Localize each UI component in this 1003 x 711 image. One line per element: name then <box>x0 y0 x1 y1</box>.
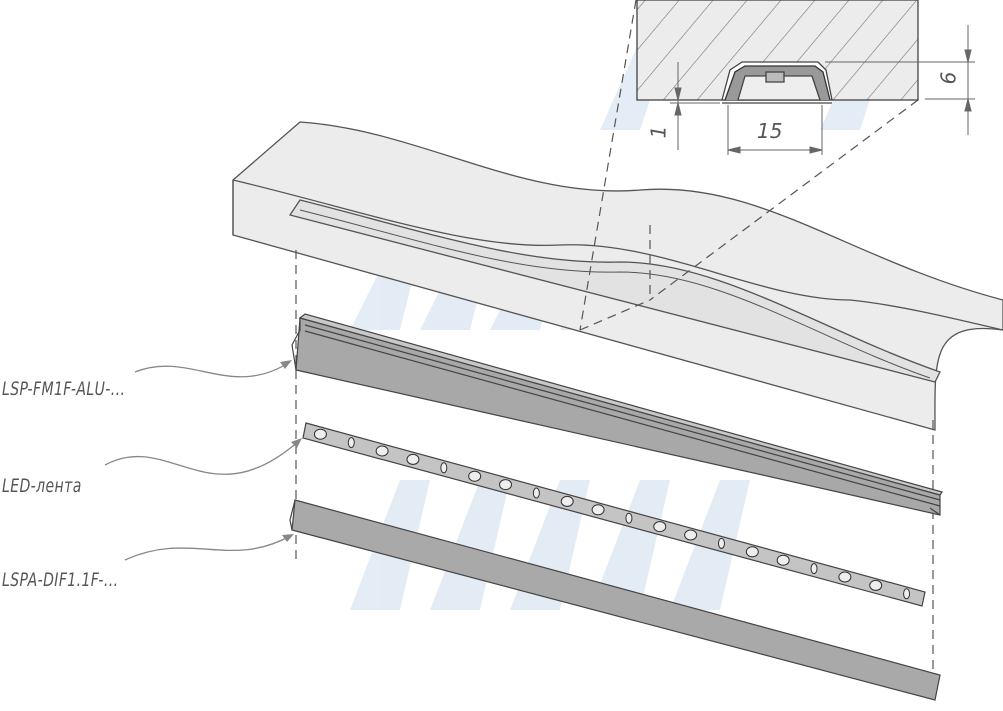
led-chip <box>532 487 540 499</box>
label-diffuser: LSPA-DIF1.1F-... <box>2 569 119 591</box>
led-chip <box>313 428 327 440</box>
led-chip <box>903 588 911 600</box>
led-chip <box>653 521 667 533</box>
led-chip <box>776 554 790 566</box>
diffuser <box>289 499 941 701</box>
led-chip <box>440 462 448 474</box>
cross-section <box>636 0 919 104</box>
led-chip <box>717 537 725 549</box>
projection-lines <box>295 0 934 680</box>
led-chip <box>499 479 513 491</box>
led-chip <box>810 563 818 575</box>
led-chip <box>745 546 759 558</box>
led-chip <box>869 579 883 591</box>
led-strip <box>302 422 926 607</box>
dimension-lines <box>670 25 975 155</box>
led-chip <box>591 504 605 516</box>
dimension-height: 6 <box>936 71 961 85</box>
led-chip <box>560 495 574 507</box>
led-chip <box>468 470 482 482</box>
led-chip <box>347 437 355 449</box>
dimension-width: 15 <box>757 119 783 143</box>
led-chip <box>406 453 420 465</box>
led-chip <box>375 445 389 457</box>
led-chip <box>625 512 633 524</box>
leader-lines <box>104 361 301 561</box>
led-chip <box>838 571 852 583</box>
dimension-offset: 1 <box>646 125 671 139</box>
label-profile: LSP-FM1F-ALU-... <box>2 378 126 400</box>
label-led-strip: LED-лента <box>2 475 82 497</box>
furniture-panel <box>232 121 1003 431</box>
aluminium-profile <box>291 313 943 516</box>
led-chip <box>684 529 698 541</box>
